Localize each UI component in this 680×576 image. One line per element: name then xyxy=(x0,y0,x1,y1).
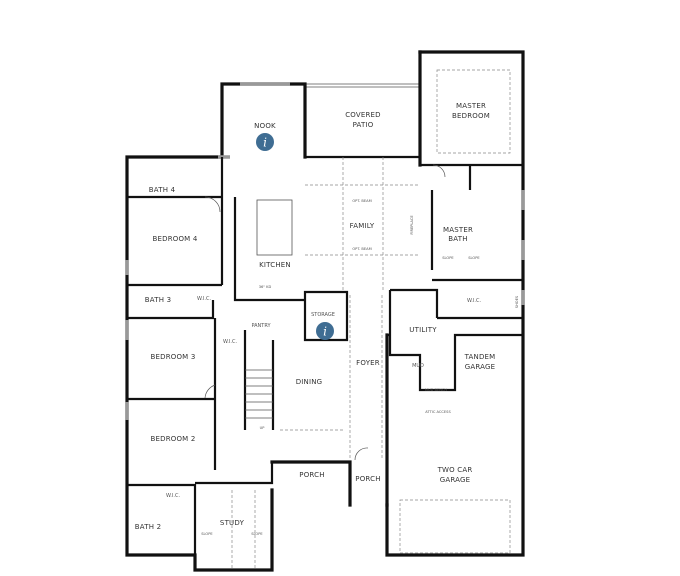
note-slope-2: SLOPE xyxy=(468,256,480,260)
interior-walls xyxy=(127,69,523,568)
note-slope-3: SLOPE xyxy=(201,532,213,536)
label-master-bath-2: BATH xyxy=(448,235,467,243)
label-mud: MUD xyxy=(412,363,424,369)
note-slope-1: SLOPE xyxy=(442,256,454,260)
label-nook: NOOK xyxy=(254,122,276,130)
label-utility: UTILITY xyxy=(409,326,437,334)
label-bedroom3: BEDROOM 3 xyxy=(150,353,195,361)
label-bath2: BATH 2 xyxy=(135,523,161,531)
staircase xyxy=(245,369,273,419)
room-labels: NOOK COVERED PATIO MASTER BEDROOM BATH 4… xyxy=(135,102,496,531)
label-two-car-garage-1: TWO CAR xyxy=(437,466,473,474)
label-bath3-wic: W.I.C. xyxy=(197,296,212,302)
note-kd: 36" KD xyxy=(259,285,272,289)
label-bedroom2-wic: W.I.C. xyxy=(166,493,181,499)
label-master-bedroom-1: MASTER xyxy=(456,102,486,110)
info-icon[interactable] xyxy=(256,133,274,151)
label-pantry: PANTRY xyxy=(251,323,271,329)
note-mud-bench: MUD BENCH xyxy=(425,388,448,392)
info-icon[interactable] xyxy=(316,322,334,340)
note-opt-beam-2: OPT. BEAM xyxy=(352,247,371,251)
label-bath4: BATH 4 xyxy=(149,186,176,194)
label-porch-left: PORCH xyxy=(299,471,324,479)
covered-patio-outline xyxy=(305,83,420,159)
plan-notes: OPT. BEAM OPT. BEAM FIREPLACE SLOPE SLOP… xyxy=(201,199,519,536)
label-foyer: FOYER xyxy=(356,359,380,367)
label-bedroom4: BEDROOM 4 xyxy=(152,235,197,243)
exterior-walls xyxy=(125,50,525,572)
label-study: STUDY xyxy=(220,519,245,527)
note-attic-access: ATTIC ACCESS xyxy=(425,410,451,414)
note-shoes: SHOES xyxy=(515,295,519,308)
label-tandem-garage-1: TANDEM xyxy=(464,353,496,361)
info-glyph: i xyxy=(263,136,267,150)
label-dining: DINING xyxy=(296,378,323,386)
info-glyph: i xyxy=(323,325,327,339)
label-master-bedroom-2: BEDROOM xyxy=(452,112,490,120)
kitchen-island xyxy=(256,199,293,256)
note-opt-beam: OPT. BEAM xyxy=(352,199,371,203)
label-tandem-garage-2: GARAGE xyxy=(465,363,496,371)
note-fireplace: FIREPLACE xyxy=(410,215,414,235)
label-master-bath-1: MASTER xyxy=(443,226,473,234)
label-storage: STORAGE xyxy=(311,312,335,318)
label-bedroom2: BEDROOM 2 xyxy=(150,435,195,443)
label-family: FAMILY xyxy=(350,222,375,230)
label-kitchen: KITCHEN xyxy=(259,261,291,269)
label-master-wic: W.I.C. xyxy=(467,298,482,304)
label-bedroom3-wic: W.I.C. xyxy=(223,339,238,345)
note-slope-4: SLOPE xyxy=(251,532,263,536)
label-porch-right: PORCH xyxy=(355,475,380,483)
label-bath3: BATH 3 xyxy=(145,296,171,304)
label-two-car-garage-2: GARAGE xyxy=(440,476,471,484)
label-covered-patio-1: COVERED xyxy=(345,111,381,119)
label-covered-patio-2: PATIO xyxy=(353,121,374,129)
info-marker-storage[interactable]: i xyxy=(316,322,334,340)
note-up: UP xyxy=(260,426,266,430)
info-marker-nook[interactable]: i xyxy=(256,133,274,151)
